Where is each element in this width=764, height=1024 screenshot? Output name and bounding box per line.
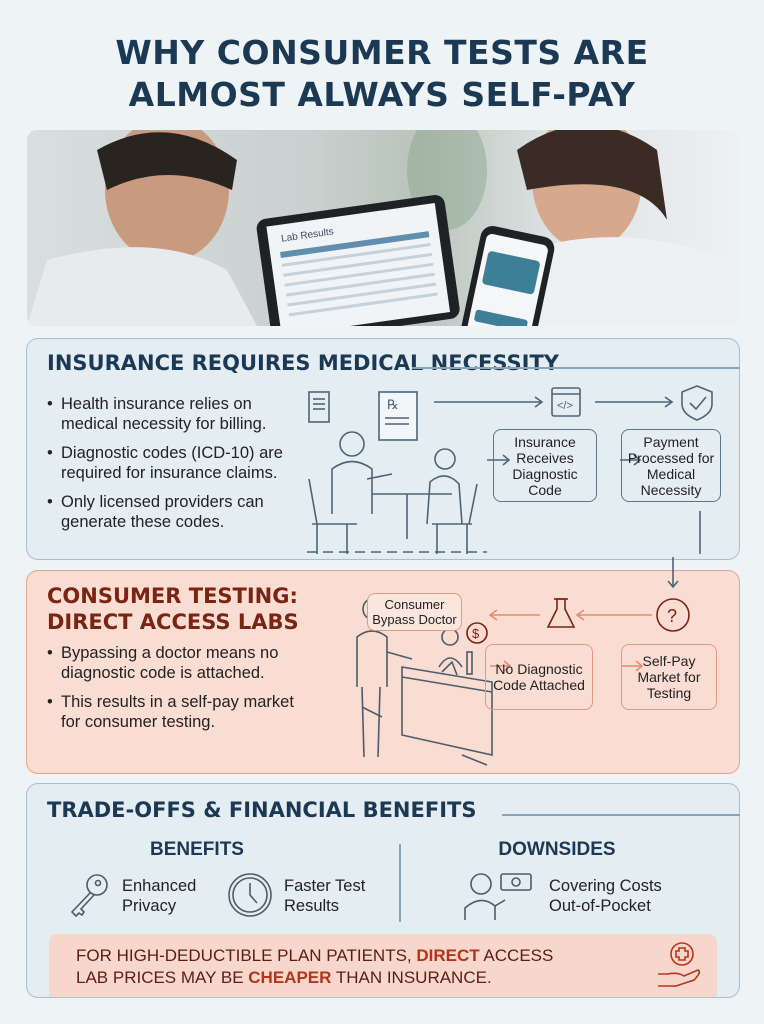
clock-icon xyxy=(228,873,272,917)
callout-text: FOR HIGH-DEDUCTIBLE PLAN PATIENTS, DIREC… xyxy=(76,946,554,987)
flask-icon xyxy=(546,598,576,628)
hero-photo: Lab Results xyxy=(27,130,738,326)
bullet: Diagnostic codes (ICD-10) are required f… xyxy=(45,443,305,483)
downsides-label: DOWNSIDES xyxy=(498,839,616,860)
doctor-patient-icon xyxy=(307,431,487,554)
person-at-counter-icon xyxy=(356,597,493,766)
benefits-label: BENEFITS xyxy=(150,839,244,860)
bullet: This results in a self-pay market for co… xyxy=(45,692,305,732)
svg-text:℞: ℞ xyxy=(387,397,399,412)
svg-text:</>: </> xyxy=(557,400,573,412)
flow-step-insurance-receives-code: Insurance Receives Diagnostic Code xyxy=(493,429,597,502)
column-divider xyxy=(399,844,401,922)
svg-text:?: ? xyxy=(667,606,677,626)
shield-check-icon xyxy=(681,385,713,421)
doctor-patient-illustration: Lab Results xyxy=(27,130,738,326)
code-window-icon: </> xyxy=(551,387,581,417)
flow-step-self-pay-market: Self-Pay Market for Testing xyxy=(621,644,717,710)
consumer-flow-graphic: ? $ xyxy=(356,557,690,766)
page-title: WHY CONSUMER TESTS ARE ALMOST ALWAYS SEL… xyxy=(115,33,649,114)
flow-step-payment-processed: Payment Processed for Medical Necessity xyxy=(621,429,721,502)
hand-medical-cross-icon xyxy=(658,942,701,987)
consumer-testing-section: CONSUMER TESTING: DIRECT ACCESS LABS Byp… xyxy=(26,557,740,774)
consumer-bypass-bubble: Consumer Bypass Doctor xyxy=(367,593,462,631)
insurance-flow-graphic: ℞ </> xyxy=(307,385,713,554)
bullet: Health insurance relies on medical neces… xyxy=(45,394,305,434)
question-icon: ? xyxy=(656,598,690,632)
consumer-bullets: Bypassing a doctor means no diagnostic c… xyxy=(45,643,305,741)
insurance-section: INSURANCE REQUIRES MEDICAL NECESSITY Hea… xyxy=(26,338,740,560)
tradeoffs-section: TRADE-OFFS & FINANCIAL BENEFITS BENEFITS… xyxy=(26,783,740,998)
section-heading: INSURANCE REQUIRES MEDICAL NECESSITY xyxy=(47,351,559,375)
bullet: Bypassing a doctor means no diagnostic c… xyxy=(45,643,305,683)
dollar-icon: $ xyxy=(466,622,488,644)
divider xyxy=(412,367,740,369)
key-icon xyxy=(70,874,108,917)
callout-banner: FOR HIGH-DEDUCTIBLE PLAN PATIENTS, DIREC… xyxy=(49,934,717,997)
flow-step-no-diagnostic-code: No Diagnostic Code Attached xyxy=(485,644,593,710)
section-heading: TRADE-OFFS & FINANCIAL BENEFITS xyxy=(47,798,477,822)
person-cash-icon xyxy=(464,873,532,920)
prescription-icon: ℞ xyxy=(378,391,418,441)
divider xyxy=(502,814,740,816)
insurance-bullets: Health insurance relies on medical neces… xyxy=(45,394,305,541)
section-heading: CONSUMER TESTING: DIRECT ACCESS LABS xyxy=(47,584,299,634)
bullet: Only licensed providers can generate the… xyxy=(45,492,305,532)
certificate-icon xyxy=(308,391,330,423)
svg-text:$: $ xyxy=(472,626,480,641)
